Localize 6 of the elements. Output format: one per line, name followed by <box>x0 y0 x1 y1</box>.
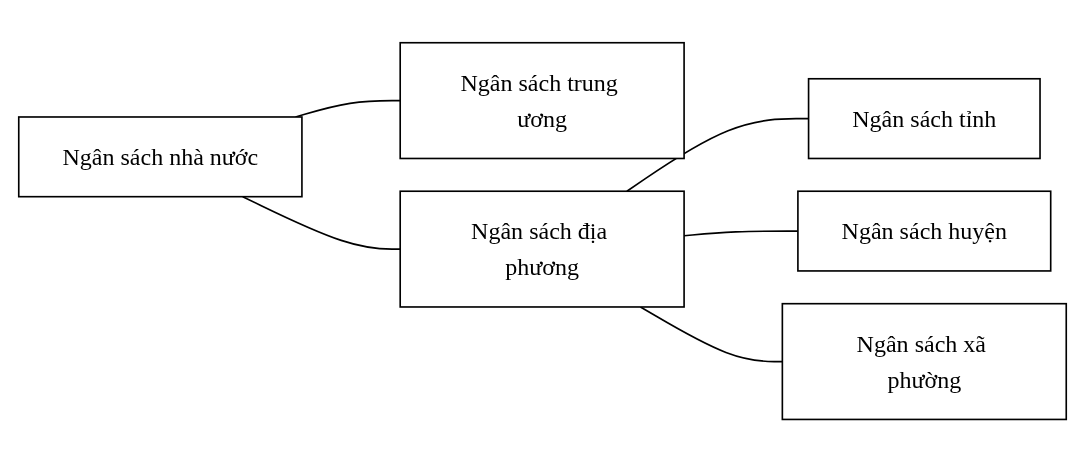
node-box: Ngân sách tỉnh <box>807 78 1041 160</box>
node-box: Ngân sách địa phương <box>399 190 685 309</box>
node-box: Ngân sách nhà nước <box>17 116 303 198</box>
node-box: Ngân sách xã phường <box>781 303 1068 421</box>
node-box: Ngân sách huyện <box>797 190 1052 273</box>
node-box: Ngân sách trung ương <box>399 42 685 160</box>
